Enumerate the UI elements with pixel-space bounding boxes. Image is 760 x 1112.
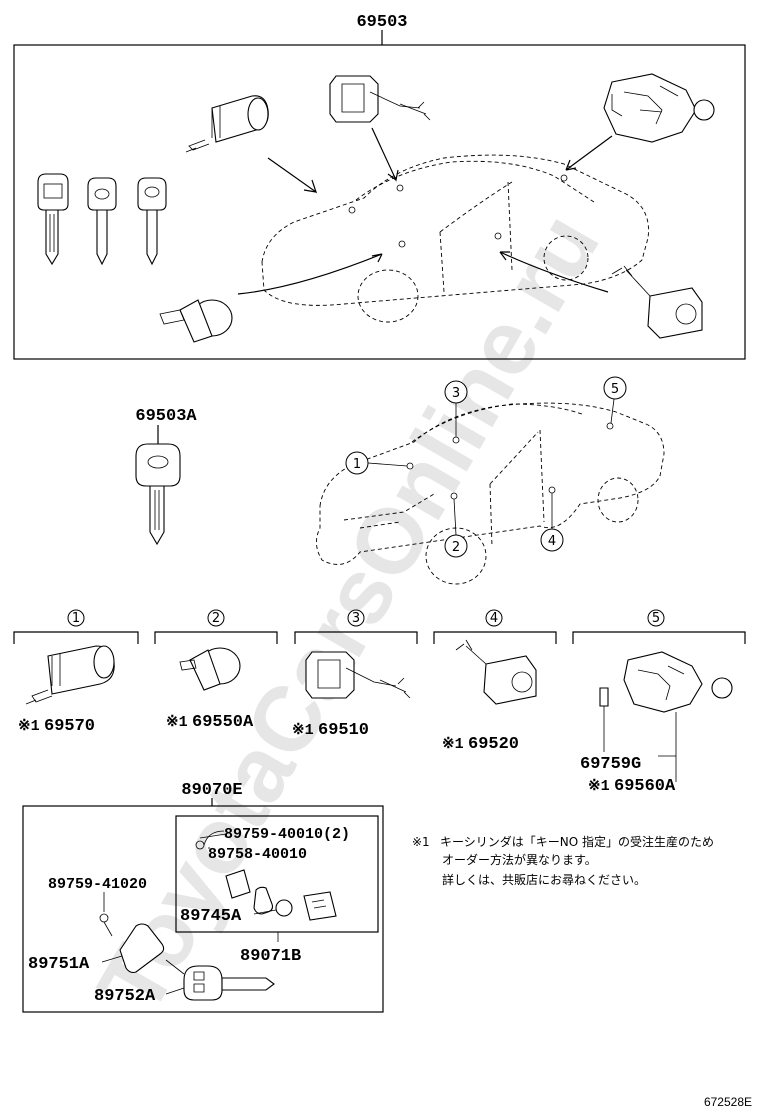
svg-text:89745A: 89745A [180, 907, 242, 926]
component-label-69520: ※1 69520 [442, 735, 519, 754]
svg-text:89751A: 89751A [28, 955, 90, 974]
component-label-69759G: 69759G [580, 706, 641, 774]
svg-text:69560A: 69560A [614, 777, 676, 796]
locator-callout-5: 5 [603, 376, 627, 424]
svg-text:89759-40010(2): 89759-40010(2) [224, 826, 350, 843]
svg-text:2: 2 [212, 611, 220, 626]
component-drawing-69520 [455, 639, 537, 705]
svg-text:3: 3 [452, 386, 460, 401]
component-drawing-69570 [25, 645, 115, 705]
component-bracket-1: 1 [13, 609, 139, 644]
component-bracket-2: 2 [154, 609, 278, 644]
svg-text:詳しくは、共販店にお尋ねください。: 詳しくは、共販店にお尋ねください。 [442, 872, 646, 887]
transmitter-subframe [175, 815, 379, 933]
component-drawing-69510 [305, 651, 411, 699]
component-label-69510: ※1 69510 [292, 721, 369, 740]
remote-label-89758-40010: 89758-40010 [208, 846, 307, 863]
svg-text:オーダー方法が異なります。: オーダー方法が異なります。 [442, 852, 597, 867]
component-label-69550A: ※1 69550A [166, 713, 254, 732]
top-cylinder-glovebox [329, 75, 431, 123]
top-assembly-frame [13, 44, 746, 360]
component-bracket-5: 5 [572, 609, 746, 644]
svg-text:1: 1 [353, 457, 361, 472]
locator-callout-4: 4 [540, 493, 564, 552]
svg-text:※1: ※1 [292, 722, 314, 739]
component-label-69570: ※1 69570 [18, 717, 95, 736]
top-key-3 [137, 177, 167, 266]
remote-label-89745A: 89745A [180, 907, 277, 926]
svg-text:89071B: 89071B [240, 947, 301, 966]
top-car-outline [261, 154, 649, 323]
svg-text:89759-41020: 89759-41020 [48, 876, 147, 893]
svg-text:※1: ※1 [588, 778, 610, 795]
top-cylinder-ignition [185, 95, 269, 153]
top-ignition-switch [611, 265, 703, 339]
order-note: ※1 キーシリンダは「キーNO 指定」の受注生産のため オーダー方法が異なります… [412, 834, 714, 887]
spare-key [135, 443, 181, 546]
svg-text:3: 3 [352, 611, 360, 626]
remote-frame [22, 805, 384, 1013]
component-drawing-69550A [179, 647, 241, 691]
top-cylinder-door [159, 299, 233, 343]
svg-text:89752A: 89752A [94, 987, 156, 1006]
component-label-69560A: ※1 69560A [588, 712, 677, 796]
svg-text:89758-40010: 89758-40010 [208, 846, 307, 863]
locator-callout-1: 1 [345, 451, 408, 475]
component-bracket-3: 3 [294, 609, 418, 644]
remote-label-89752A: 89752A [94, 987, 185, 1006]
svg-text:69550A: 69550A [192, 713, 254, 732]
svg-text:69520: 69520 [468, 735, 519, 754]
svg-text:キーシリンダは「キーNO 指定」の受注生産のため: キーシリンダは「キーNO 指定」の受注生産のため [440, 834, 714, 849]
remote-label-89071B: 89071B [240, 932, 301, 966]
component-drawing-69560A [599, 651, 733, 713]
remote-label-89759-41020: 89759-41020 [48, 876, 147, 912]
remote-screw-top [195, 830, 225, 850]
top-arrows [237, 127, 613, 295]
svg-text:1: 1 [72, 611, 80, 626]
remote-label-89751A: 89751A [28, 955, 123, 974]
svg-text:5: 5 [652, 611, 660, 626]
svg-text:5: 5 [611, 382, 619, 397]
locator-callout-3: 3 [444, 380, 468, 437]
top-key-1 [37, 173, 69, 266]
remote-key [165, 959, 275, 1001]
svg-text:2: 2 [452, 540, 460, 555]
figure-id: 672528E [704, 1095, 752, 1109]
top-luggage-lock [603, 73, 715, 143]
remote-label-89759-40010: 89759-40010(2) [199, 826, 350, 843]
remote-case [99, 913, 165, 974]
svg-text:※1: ※1 [442, 736, 464, 753]
svg-text:69570: 69570 [44, 717, 95, 736]
locator-callout-2: 2 [444, 498, 468, 558]
top-key-2 [87, 177, 117, 266]
svg-text:4: 4 [548, 534, 556, 549]
svg-text:※1: ※1 [18, 718, 40, 735]
label-89070E: 89070E [181, 781, 242, 800]
svg-text:※1: ※1 [412, 835, 430, 849]
svg-text:69759G: 69759G [580, 755, 641, 774]
svg-text:※1: ※1 [166, 714, 188, 731]
label-69503A: 69503A [135, 407, 197, 426]
svg-text:69510: 69510 [318, 721, 369, 740]
remote-battery-parts [225, 869, 337, 921]
svg-text:4: 4 [490, 611, 498, 626]
label-69503: 69503 [356, 13, 407, 32]
component-bracket-4: 4 [433, 609, 557, 644]
